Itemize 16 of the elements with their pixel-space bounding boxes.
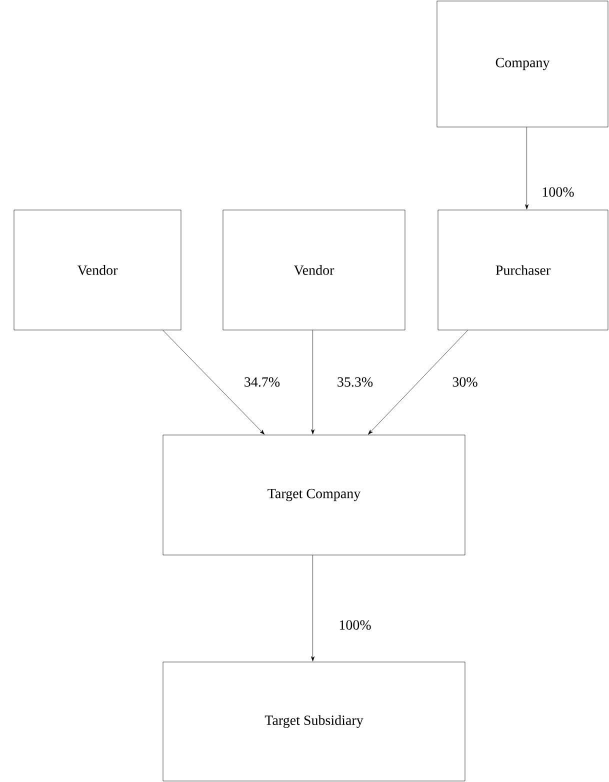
entity-box: Company (436, 0, 608, 128)
arrow (311, 330, 315, 434)
arrow (311, 555, 315, 662)
entity-box: Vendor (14, 210, 182, 330)
edge-label: 30% (452, 377, 478, 387)
entity-box: Purchaser (438, 210, 608, 330)
edge-label: 100% (542, 187, 574, 197)
edge-label: 34.7% (244, 377, 280, 387)
edge-label: 100% (340, 620, 371, 630)
arrow (162, 330, 265, 435)
arrow (368, 330, 468, 435)
arrow (525, 127, 529, 210)
entity-box: Target Subsidiary (162, 662, 466, 782)
edge-label: 35.3% (338, 377, 373, 387)
entity-box: Vendor (222, 210, 406, 330)
entity-box: Target Company (162, 434, 466, 556)
